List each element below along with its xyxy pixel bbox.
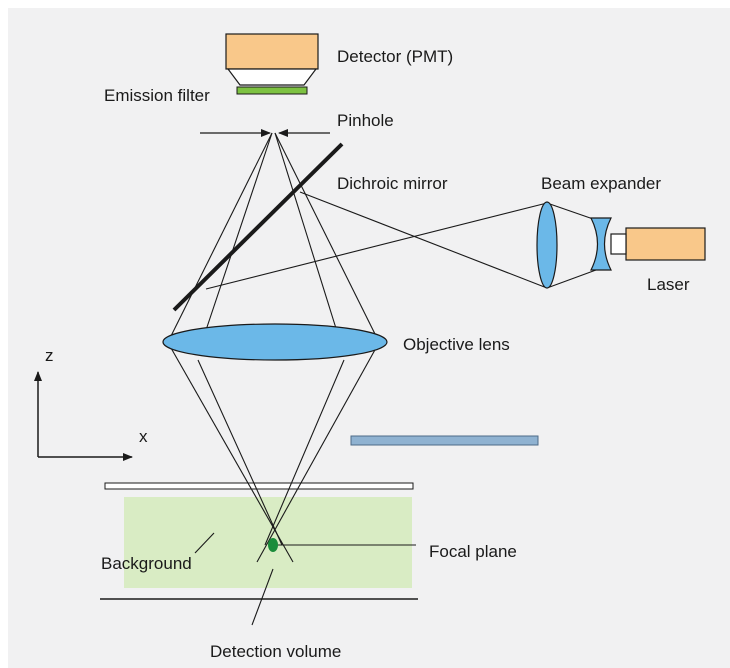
detector-box (225, 33, 319, 70)
detection-volume-label: Detection volume (210, 642, 341, 661)
dichroic-mirror (172, 142, 344, 312)
detector-label: Detector (PMT) (337, 47, 453, 66)
dichroic-mirror-label: Dichroic mirror (337, 174, 448, 193)
detection-volume-leader (251, 568, 274, 626)
axis-x-label: x (139, 427, 148, 446)
light-rays (170, 132, 597, 563)
pinhole-label: Pinhole (337, 111, 394, 130)
laser-label: Laser (647, 275, 690, 294)
background-label: Background (101, 554, 192, 573)
cover-slip (104, 482, 414, 490)
emission-filter (236, 86, 308, 95)
focal-spot (268, 538, 278, 552)
beam-expander-convex-lens (536, 201, 558, 289)
emission-filter-label: Emission filter (104, 86, 210, 105)
stage-bar (350, 435, 539, 446)
objective-lens (162, 323, 388, 361)
beam-expander-label: Beam expander (541, 174, 661, 193)
objective-lens-label: Objective lens (403, 335, 510, 354)
axis-z-label: z (45, 346, 54, 365)
beam-expander-concave-lens (590, 217, 612, 271)
laser-box (625, 227, 706, 261)
laser-aperture (610, 233, 627, 255)
detector-funnel (226, 68, 318, 86)
focal-plane-label: Focal plane (429, 542, 517, 561)
background-leader (194, 532, 215, 554)
